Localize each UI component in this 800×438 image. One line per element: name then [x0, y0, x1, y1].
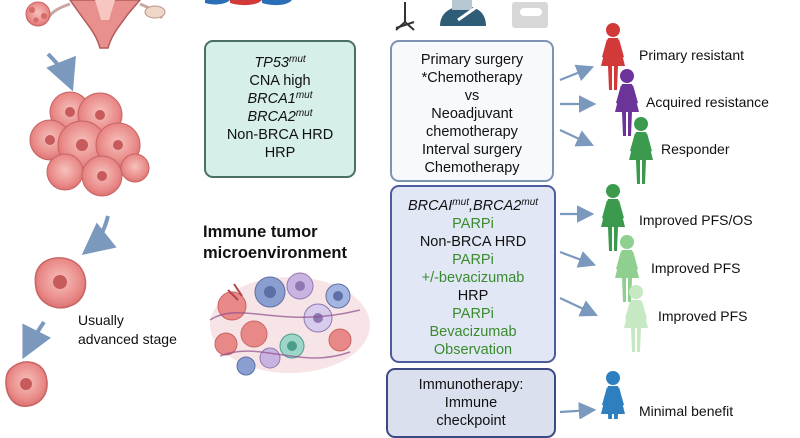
logo-icon	[205, 0, 292, 6]
marker-cna-high: CNA high	[249, 73, 311, 89]
diagram-artwork	[5, 0, 653, 419]
outcome-acquired-resistance: Acquired resistance	[646, 94, 769, 110]
parpi-line: PARPi	[452, 216, 494, 232]
immunotherapy-box: Immunotherapy: Immune checkpoint	[386, 368, 556, 438]
immuno-line: checkpoint	[436, 413, 506, 429]
surgery-line: *Chemotherapy	[421, 70, 523, 86]
marker-non-brca-hrd: Non-BRCA HRD	[226, 127, 334, 143]
parpi-line: Bevacizumab	[429, 324, 517, 340]
immune-heading-line1: Immune tumor	[203, 223, 318, 241]
outcome-responder: Responder	[661, 141, 730, 157]
surgery-box: Primary surgery *Chemotherapy vs Neoadju…	[390, 40, 554, 182]
parpi-line: HRP	[457, 288, 489, 304]
uterus-icon	[46, 0, 166, 49]
surgery-line: chemotherapy	[426, 124, 518, 140]
female-figure-icon	[624, 285, 648, 352]
immuno-line: Immune	[444, 395, 498, 411]
marker-brca2: BRCA2mut	[247, 108, 313, 126]
outcome-primary-resistant: Primary resistant	[639, 47, 745, 63]
immune-microenvironment-icon	[209, 272, 370, 376]
parpi-line: Non-BRCA HRD	[419, 234, 527, 250]
surgery-line: vs	[464, 88, 480, 104]
cancer-cell-icon	[25, 1, 51, 27]
outcome-improved-pfs: Improved PFS	[651, 260, 741, 276]
immuno-line: Immunotherapy:	[418, 377, 524, 393]
cell-icon	[5, 361, 48, 407]
pills-icon	[512, 2, 548, 28]
outcome-improved-pfs-os: Improved PFS/OS	[639, 212, 753, 228]
female-figure-icon	[629, 117, 653, 184]
stage-label-line2: advanced stage	[78, 331, 177, 347]
parpi-box: BRCAImut,BRCA2mut PARPi Non-BRCA HRD PAR…	[390, 185, 556, 363]
surgery-line: Primary surgery	[420, 52, 524, 68]
metastatic-cell-icon	[34, 257, 87, 309]
surgery-line: Chemotherapy	[424, 160, 520, 176]
outcome-minimal-benefit: Minimal benefit	[639, 403, 734, 419]
parpi-line: +/-bevacizumab	[421, 270, 525, 286]
female-figure-icon	[601, 371, 625, 419]
parpi-line: PARPi	[452, 252, 494, 268]
parpi-line: Observation	[433, 342, 513, 358]
genomic-markers-box: TP53mut CNA high BRCA1mut BRCA2mut Non-B…	[204, 40, 356, 178]
tumor-mass-icon	[29, 91, 150, 197]
surgery-line: Interval surgery	[422, 142, 522, 158]
immune-heading-line2: microenvironment	[203, 244, 347, 262]
stage-label: Usually advanced stage	[78, 311, 177, 349]
marker-hrp: HRP	[264, 145, 296, 161]
marker-brca1: BRCA1mut	[247, 90, 313, 108]
marker-tp53: TP53mut	[254, 54, 306, 72]
doctor-icon	[440, 0, 486, 26]
outcome-improved-pfs: Improved PFS	[658, 308, 748, 324]
surgery-line: Neoadjuvant	[431, 106, 513, 122]
microscope-stand-icon	[395, 2, 415, 31]
parpi-line: PARPi	[452, 306, 494, 322]
stage-label-line1: Usually	[78, 312, 124, 328]
parpi-header: BRCAImut,BRCA2mut	[407, 197, 539, 215]
immune-heading: Immune tumor microenvironment	[203, 222, 347, 264]
